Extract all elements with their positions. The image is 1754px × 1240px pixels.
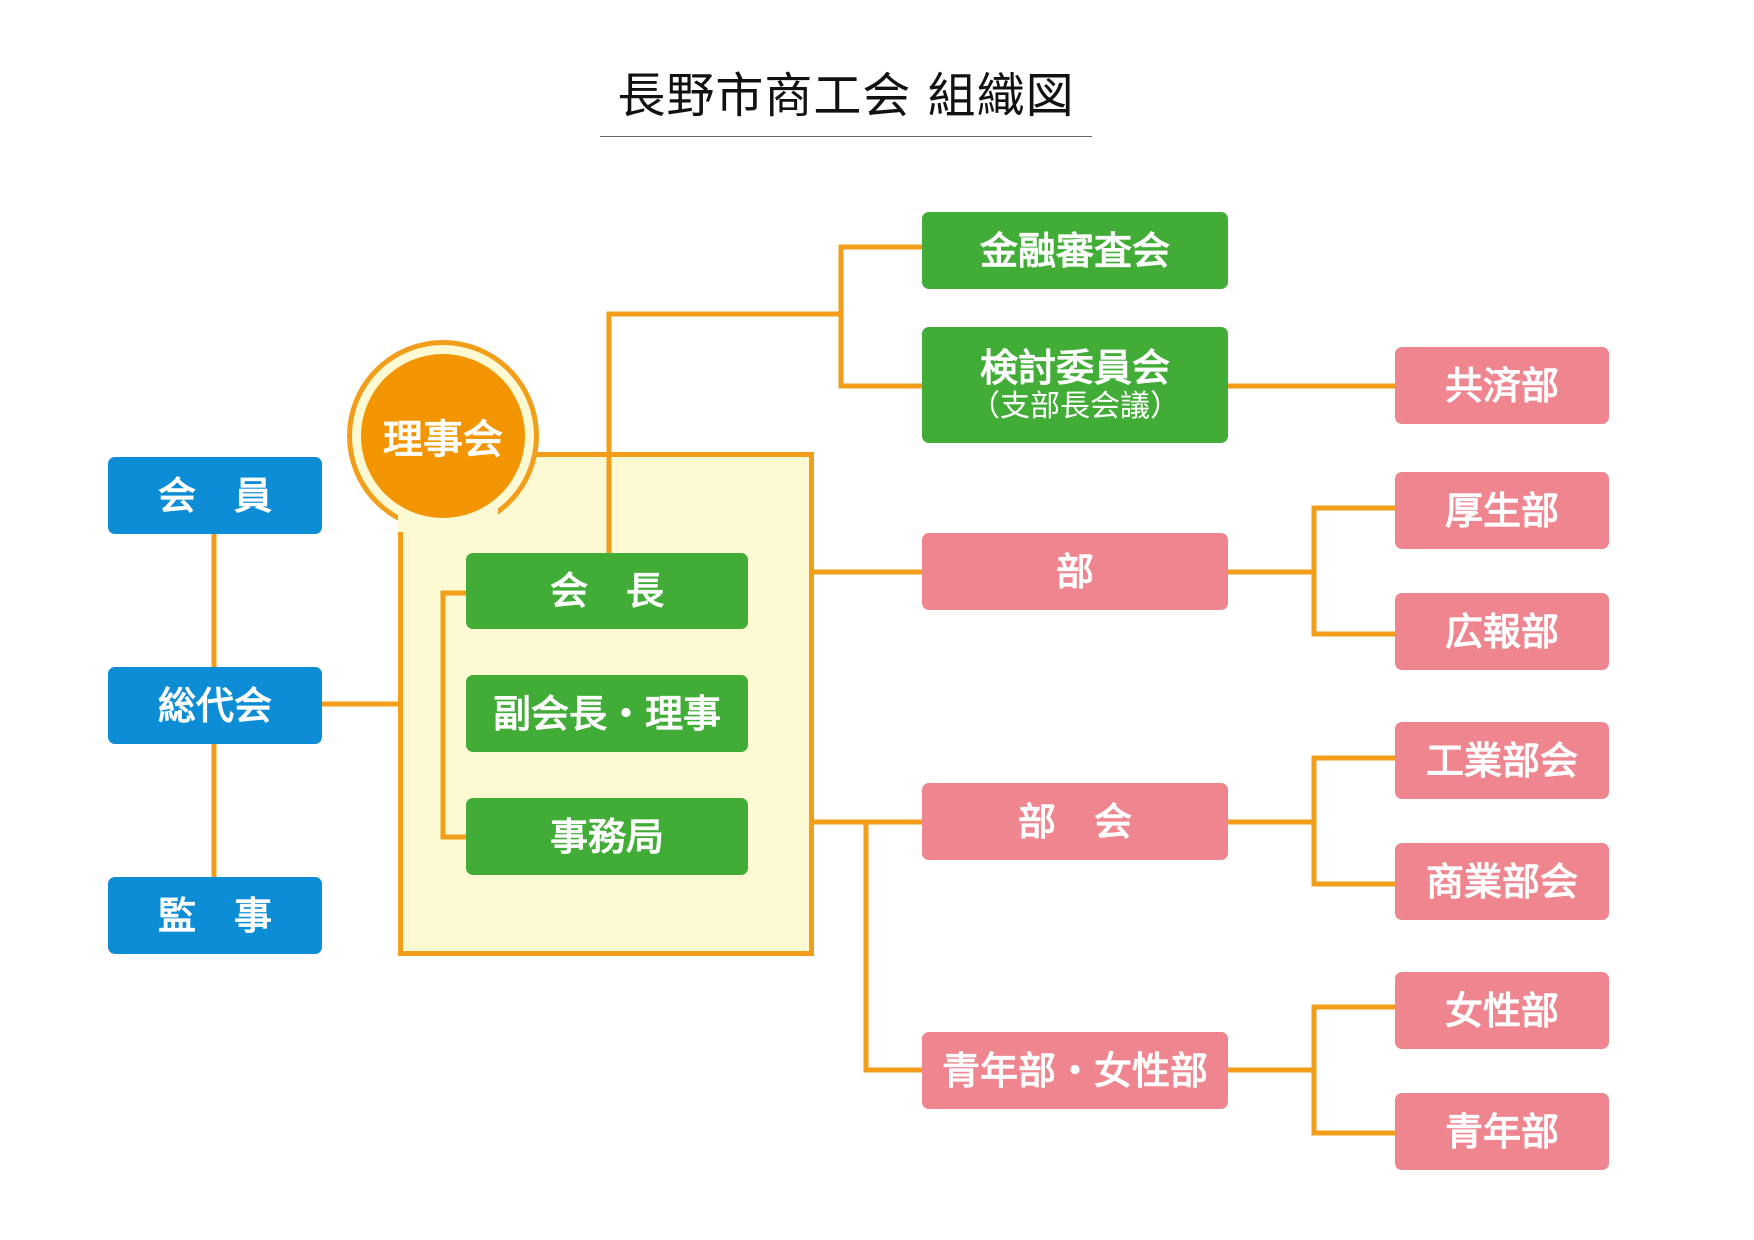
vice-directors-label: 副会長・理事 [492, 691, 721, 736]
vice-directors-box: 副会長・理事 [466, 675, 748, 752]
youth-box: 青年部 [1395, 1093, 1609, 1170]
board-label: 理事会 [361, 354, 525, 518]
study-committee-sub-label: （支部長会議） [970, 389, 1180, 424]
finance-review-label: 金融審査会 [979, 228, 1170, 273]
committee-bracket-line [838, 244, 922, 389]
women-box: 女性部 [1395, 972, 1609, 1049]
auditor-box: 監 事 [108, 877, 322, 954]
public-relations-box: 広報部 [1395, 593, 1609, 670]
secretariat-box: 事務局 [466, 798, 748, 875]
commerce-box: 商業部会 [1395, 843, 1609, 920]
bukai-to-youth-women-line [863, 822, 922, 1073]
industry-box: 工業部会 [1395, 722, 1609, 799]
president-to-committees-line [606, 311, 841, 556]
welfare-box: 厚生部 [1395, 472, 1609, 549]
members-label: 会 員 [157, 473, 272, 518]
general-assembly-label: 総代会 [157, 683, 272, 728]
mutual-aid-box: 共済部 [1395, 347, 1609, 424]
president-box: 会 長 [466, 553, 748, 629]
bu-label: 部 [1055, 549, 1094, 594]
title-underline [600, 136, 1092, 137]
youth-women-label: 青年部・女性部 [941, 1048, 1208, 1093]
secretariat-label: 事務局 [549, 814, 664, 859]
youth-label: 青年部 [1444, 1109, 1559, 1154]
president-label: 会 長 [549, 569, 664, 613]
inner-bracket-line [440, 590, 467, 840]
study-committee-label: 検討委員会 [979, 346, 1170, 390]
bu-bracket-line [1311, 505, 1396, 637]
finance-review-box: 金融審査会 [922, 212, 1228, 289]
youth-women-bracket-line [1311, 1004, 1396, 1136]
industry-label: 工業部会 [1425, 738, 1578, 783]
bukai-label: 部 会 [1017, 799, 1132, 844]
youth-women-box: 青年部・女性部 [922, 1032, 1228, 1109]
page-title: 長野市商工会 組織図 [617, 68, 1075, 124]
mutual-aid-label: 共済部 [1444, 363, 1559, 408]
public-relations-label: 広報部 [1444, 609, 1559, 654]
women-label: 女性部 [1444, 988, 1559, 1033]
bu-box: 部 [922, 533, 1228, 610]
welfare-label: 厚生部 [1444, 488, 1559, 533]
bukai-bracket-line [1311, 755, 1396, 887]
members-box: 会 員 [108, 457, 322, 534]
auditor-label: 監 事 [157, 893, 272, 938]
bukai-box: 部 会 [922, 783, 1228, 860]
general-assembly-box: 総代会 [108, 667, 322, 744]
study-committee-box: 検討委員会 （支部長会議） [922, 327, 1228, 443]
commerce-label: 商業部会 [1425, 859, 1578, 904]
